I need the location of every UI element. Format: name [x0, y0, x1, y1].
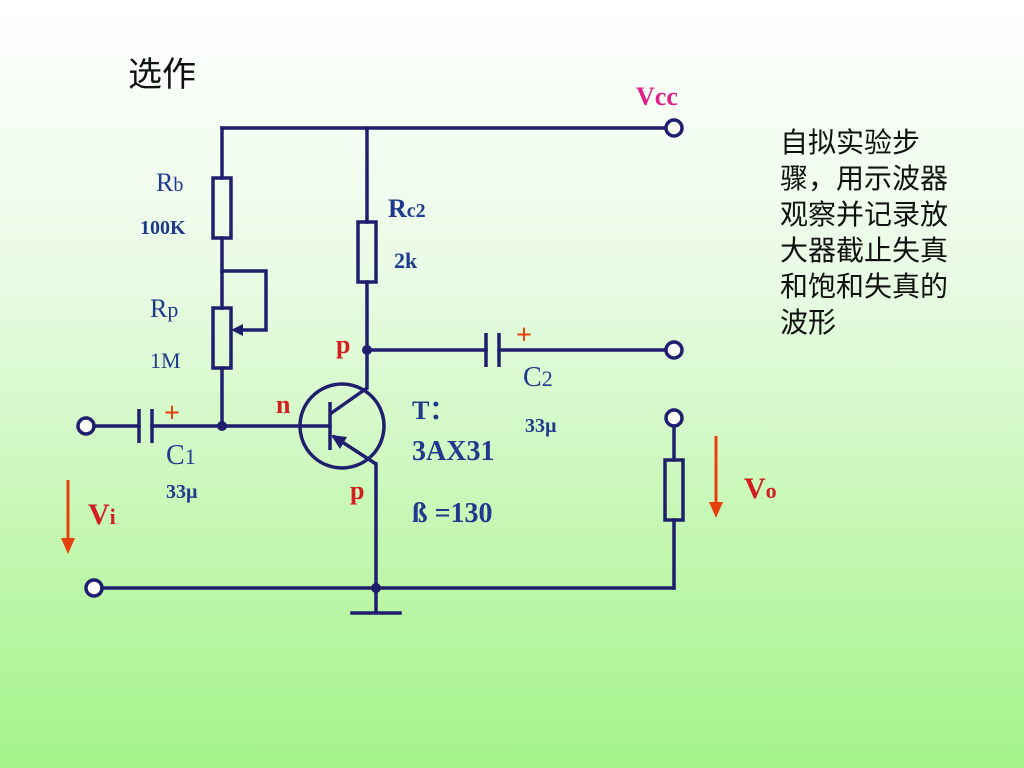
- load-resistor: [663, 458, 685, 522]
- rb-label-main: R: [156, 168, 174, 197]
- rb-value: 100K: [140, 217, 186, 239]
- vi-label-sub: i: [109, 504, 116, 529]
- c2-label: C2: [523, 364, 553, 392]
- vcc-terminal: [664, 118, 684, 138]
- input-terminal: [76, 416, 96, 436]
- c2-label-sub: 2: [541, 366, 553, 391]
- vi-arrowhead: [61, 538, 75, 554]
- rp-wiper-arrowhead: [231, 324, 243, 336]
- c1-plus: +: [164, 398, 180, 429]
- base-junction-dot: [217, 421, 227, 431]
- vo-label-sub: o: [765, 478, 777, 503]
- collector-p-label: p: [336, 330, 351, 359]
- rp-wiper-wire: [220, 269, 268, 332]
- transistor-collector-lead: [328, 386, 369, 416]
- c2-label-main: C: [523, 362, 542, 393]
- vi-label-main: V: [88, 498, 110, 531]
- transistor-type-label: T：: [412, 396, 456, 425]
- transistor-emitter-arrow: [331, 435, 347, 449]
- rp-label-sub: p: [167, 297, 179, 322]
- c1-label-sub: 1: [184, 444, 196, 469]
- vcc-label: Vcc: [636, 82, 678, 111]
- transistor-beta-label: ß =130: [412, 498, 493, 529]
- transistor-model-label: 3AX31: [412, 436, 495, 467]
- load-terminal: [664, 408, 684, 428]
- base-n-label: n: [276, 390, 291, 419]
- rp-value: 1M: [150, 348, 181, 373]
- vo-arrowhead: [709, 502, 723, 518]
- rc-label-sub: c2: [406, 200, 426, 222]
- rb-label: Rb: [156, 170, 183, 196]
- rp-potentiometer: [211, 306, 233, 370]
- output-terminal: [664, 340, 684, 360]
- rc-label: Rc2: [388, 196, 426, 222]
- transistor-body: [298, 382, 386, 470]
- rc-value: 2k: [394, 248, 418, 273]
- vi-label: Vi: [88, 500, 116, 530]
- instruction-text: 自拟实验步骤，用示波器观察并记录放大器截止失真和饱和失真的波形: [780, 126, 949, 339]
- c2-value: 33µ: [525, 415, 557, 437]
- rp-label: Rp: [150, 296, 178, 322]
- ground-terminal: [84, 578, 104, 598]
- c1-label: C1: [166, 442, 196, 470]
- c1-label-main: C: [166, 440, 185, 471]
- rp-label-main: R: [150, 294, 168, 323]
- vo-label: Vo: [744, 474, 777, 504]
- rb-resistor: [211, 176, 233, 240]
- page-title: 选作: [128, 55, 196, 95]
- emitter-p-label: p: [350, 476, 365, 505]
- rc-label-main: R: [388, 194, 407, 223]
- rc-resistor: [356, 220, 378, 284]
- c1-value: 33µ: [166, 481, 198, 503]
- vo-label-main: V: [744, 472, 766, 505]
- c2-plus: +: [516, 320, 532, 351]
- rb-label-sub: b: [173, 174, 184, 196]
